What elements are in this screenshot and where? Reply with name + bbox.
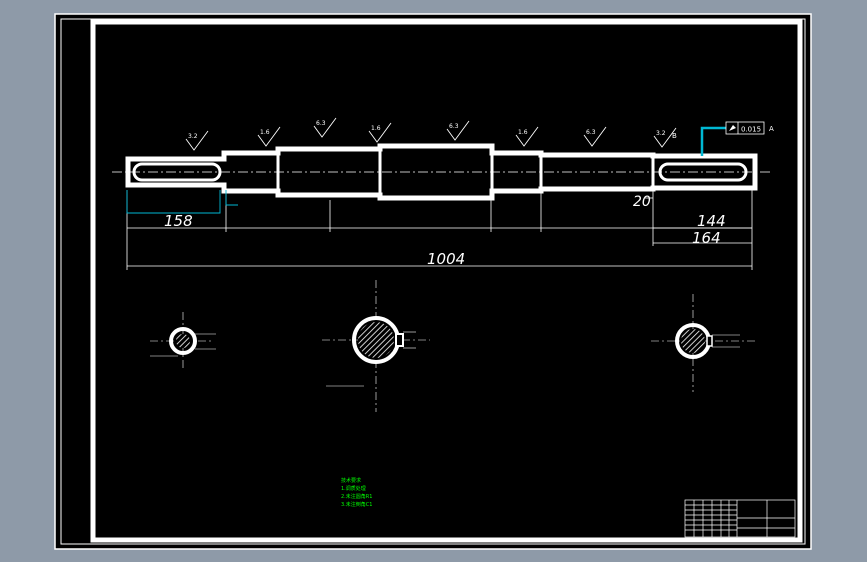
roughness-value: 1.6 — [260, 129, 270, 136]
roughness-mark — [653, 127, 677, 148]
roughness-mark — [446, 120, 470, 141]
roughness-value: 6.3 — [316, 120, 326, 127]
roughness-value: 3.2 — [656, 130, 666, 137]
shoulder-leader — [225, 190, 238, 206]
notes-line: 技术要求 — [341, 477, 361, 484]
roughness-symbols: 3.2 1.6 6.3 1.6 6.3 1.6 6.3 3.2 — [185, 117, 677, 151]
dimensions — [126, 190, 753, 270]
left-keyway — [132, 162, 222, 182]
right-keyway — [658, 162, 748, 182]
technical-notes: 技术要求 1.调质处理 2.未注圆角R1 3.未注倒角C1 — [341, 477, 372, 508]
roughness-value: 1.6 — [371, 125, 381, 132]
roughness-mark — [515, 126, 539, 147]
roughness-value: 3.2 — [188, 133, 198, 140]
right-keyway-dim: 144 — [697, 212, 726, 230]
roughness-value: 1.6 — [518, 129, 528, 136]
shaft-main-view — [125, 143, 758, 201]
left-keyway-dim-leader — [126, 190, 221, 214]
section-view-middle — [322, 280, 430, 412]
left-keyway-dim: 158 — [164, 212, 193, 230]
overall-length-dim: 1004 — [427, 250, 465, 268]
datum-label: A — [769, 125, 774, 133]
roughness-mark — [257, 126, 281, 147]
datum-left-label: B — [672, 132, 677, 140]
notes-line: 3.未注倒角C1 — [341, 501, 372, 508]
roughness-mark — [185, 130, 209, 151]
tolerance-value: 0.015 — [741, 126, 761, 134]
drawing-frame — [90, 19, 803, 543]
geometric-tolerance: 0.015 A B — [672, 121, 774, 156]
roughness-mark — [368, 122, 392, 143]
notes-line: 2.未注圆角R1 — [341, 493, 372, 500]
right-end-dim: 164 — [692, 229, 721, 247]
sheet-border — [54, 13, 812, 550]
section-view-right — [651, 294, 756, 392]
title-block — [684, 499, 796, 538]
key-offset-dim: 20 — [633, 194, 651, 210]
roughness-mark — [313, 117, 337, 138]
roughness-mark — [583, 126, 607, 147]
notes-line: 1.调质处理 — [341, 485, 366, 492]
roughness-value: 6.3 — [449, 123, 459, 130]
section-view-left — [150, 312, 216, 370]
sheet-inner-border — [60, 18, 806, 545]
roughness-value: 6.3 — [586, 129, 596, 136]
